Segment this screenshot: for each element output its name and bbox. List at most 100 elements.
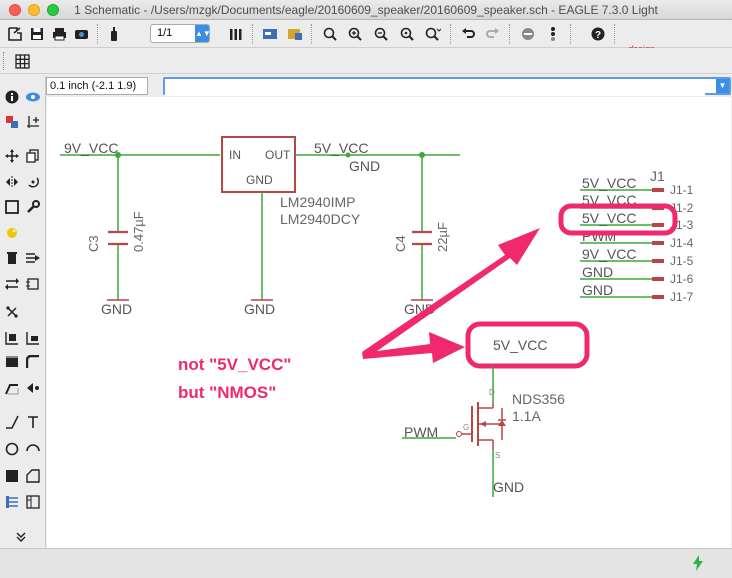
j1-connector xyxy=(580,188,664,299)
title-bar: 1 Schematic - /Users/mzgk/Documents/eagl… xyxy=(0,0,732,20)
miter-icon[interactable] xyxy=(24,353,42,371)
j1-net-5: 9V_VCC xyxy=(582,246,636,262)
command-input[interactable] xyxy=(165,82,705,96)
more-commands-icon[interactable] xyxy=(12,528,30,546)
print-icon[interactable] xyxy=(49,24,69,44)
arc-icon[interactable] xyxy=(24,440,42,458)
zoom-out-icon[interactable] xyxy=(371,24,391,44)
j1-net-4: PWM xyxy=(582,228,616,244)
display-icon[interactable] xyxy=(3,113,21,131)
wire-icon[interactable] xyxy=(3,413,21,431)
reg-name: LM2940IMP xyxy=(280,194,355,210)
j1-pin-6: J1-6 xyxy=(670,272,694,286)
toolbar-grip xyxy=(3,52,5,70)
c4-name: C4 xyxy=(393,235,408,252)
sheet-value: 1/1 xyxy=(157,27,173,39)
highlight-j1-3 xyxy=(558,203,678,236)
text-icon[interactable] xyxy=(24,413,42,431)
zoom-fit-icon[interactable] xyxy=(320,24,340,44)
paste-icon[interactable] xyxy=(3,224,21,242)
nmos-symbol xyxy=(456,402,506,450)
j1-pin-4: J1-4 xyxy=(670,236,694,250)
minimize-window-button[interactable] xyxy=(28,4,40,16)
j1-net-3: 5V_VCC xyxy=(582,210,636,226)
net-icon[interactable] xyxy=(24,493,42,511)
pinswap-icon[interactable] xyxy=(3,275,21,293)
undo-icon[interactable] xyxy=(458,24,478,44)
gnd-c3: GND xyxy=(101,301,132,317)
help-icon[interactable]: ? xyxy=(588,24,608,44)
value-icon[interactable] xyxy=(24,329,42,347)
command-line[interactable]: ▼ xyxy=(163,77,731,96)
change-icon[interactable] xyxy=(24,198,42,216)
rect-icon[interactable] xyxy=(3,467,21,485)
lightning-icon[interactable] xyxy=(692,555,704,574)
c3-value: 0.47µF xyxy=(131,211,146,252)
j1-net-6: GND xyxy=(582,264,613,280)
gnd-reg: GND xyxy=(244,301,275,317)
redo-icon[interactable] xyxy=(483,24,503,44)
nmos-pwm-net: PWM xyxy=(404,424,438,440)
nmos-pin-s: S xyxy=(495,451,500,460)
stop-icon[interactable] xyxy=(518,24,538,44)
group-icon[interactable] xyxy=(3,198,21,216)
split-icon[interactable] xyxy=(3,353,21,371)
replace-icon[interactable] xyxy=(3,303,21,321)
add-icon[interactable] xyxy=(24,249,42,267)
copy-icon[interactable] xyxy=(24,147,42,165)
circle-icon[interactable] xyxy=(3,440,21,458)
script-icon[interactable] xyxy=(226,24,246,44)
open-icon[interactable] xyxy=(5,24,25,44)
info-icon[interactable] xyxy=(3,88,21,106)
mirror-icon[interactable] xyxy=(3,173,21,191)
library-icon[interactable] xyxy=(285,24,305,44)
zoom-in-icon[interactable] xyxy=(345,24,365,44)
cam-icon[interactable] xyxy=(71,24,91,44)
zoom-select-icon[interactable] xyxy=(423,24,443,44)
show-icon[interactable] xyxy=(24,88,42,106)
schematic-canvas[interactable]: 9V_VCC C3 0.47µF GND IN OUT GND LM2940IM… xyxy=(47,97,731,548)
use-icon[interactable] xyxy=(104,24,124,44)
close-window-button[interactable] xyxy=(9,4,21,16)
delete-icon[interactable] xyxy=(3,249,21,267)
annotation-arrows xyxy=(362,228,540,363)
j1-pin-7: J1-7 xyxy=(670,290,694,304)
reg-value: LM2940DCY xyxy=(280,211,361,227)
polygon-icon[interactable] xyxy=(24,467,42,485)
status-bar xyxy=(0,548,732,578)
smash-icon[interactable] xyxy=(24,379,42,397)
mark-icon[interactable] xyxy=(24,113,42,131)
j1-pin-5: J1-5 xyxy=(670,254,694,268)
nmos-name: NDS356 xyxy=(512,391,565,407)
zoom-window-button[interactable] xyxy=(47,4,59,16)
reg-pin-in: IN xyxy=(229,148,241,162)
go-icon[interactable] xyxy=(543,24,563,44)
gnd-reg-out: GND xyxy=(349,158,380,174)
rotate-icon[interactable] xyxy=(24,173,42,191)
zoom-redraw-icon[interactable] xyxy=(397,24,417,44)
schematic-drawing: 9V_VCC C3 0.47µF GND IN OUT GND LM2940IM… xyxy=(60,136,694,497)
command-history-dropdown-icon[interactable]: ▼ xyxy=(716,79,729,93)
save-icon[interactable] xyxy=(27,24,47,44)
main-toolbar: 1/1 ▲▼ xyxy=(0,20,732,64)
move-icon[interactable] xyxy=(3,147,21,165)
gateswap-icon[interactable] xyxy=(24,275,42,293)
sheet-select[interactable]: 1/1 ▲▼ xyxy=(150,24,211,43)
j1-name: J1 xyxy=(650,168,665,184)
net-label-9v: 9V_VCC xyxy=(64,140,118,156)
net-label-5v-top: 5V_VCC xyxy=(314,140,368,156)
regulator-body xyxy=(221,136,296,193)
c4-value: 22µF xyxy=(435,222,450,252)
optimize-icon[interactable] xyxy=(3,379,21,397)
annotation-line-1: not "5V_VCC" xyxy=(178,355,291,374)
j1-net-7: GND xyxy=(582,282,613,298)
name-icon[interactable] xyxy=(3,329,21,347)
secondary-toolbar xyxy=(0,48,732,74)
reg-pin-gnd: GND xyxy=(246,173,273,187)
grid-icon[interactable] xyxy=(12,51,32,71)
bus-icon[interactable] xyxy=(3,493,21,511)
c3-name: C3 xyxy=(86,235,101,252)
board-icon[interactable] xyxy=(260,24,280,44)
coordinate-display: 0.1 inch (-2.1 1.9) xyxy=(46,77,148,95)
